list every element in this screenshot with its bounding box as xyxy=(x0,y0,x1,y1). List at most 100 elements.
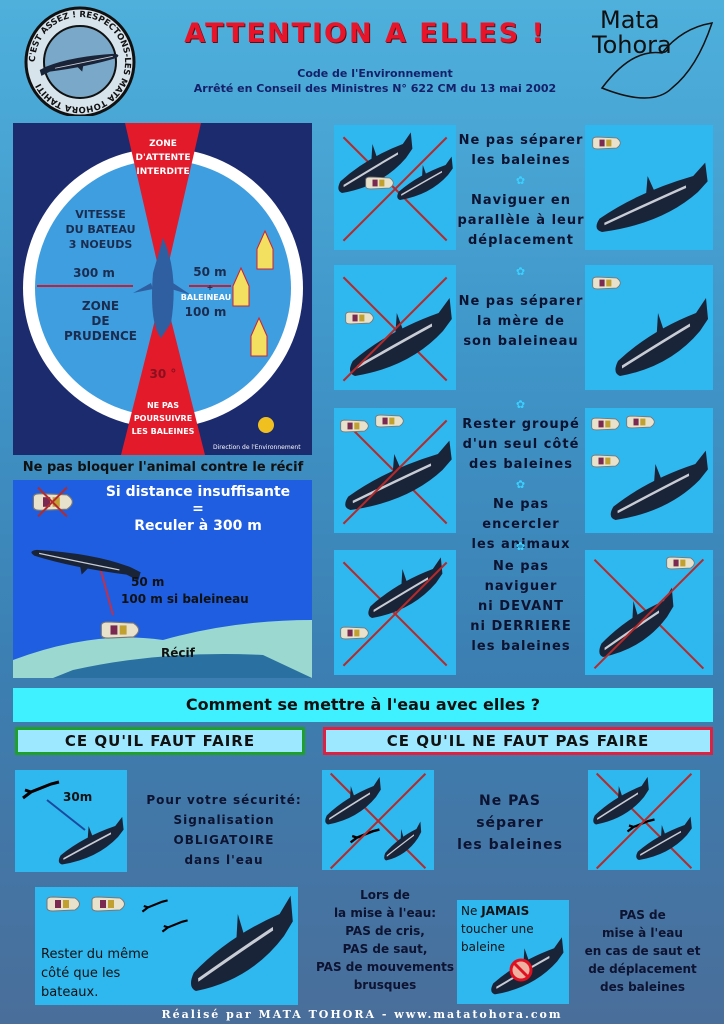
prudence-label: ZONE xyxy=(81,299,120,313)
rule-4-text: Ne pas naviguer xyxy=(484,559,558,594)
same-side-text: bateaux. xyxy=(41,985,99,1000)
safety-text: Pour votre sécurité: xyxy=(146,793,302,807)
no-entry-text: de déplacement xyxy=(588,962,697,976)
credit-label: Direction de l'Environnement xyxy=(213,444,301,451)
flower-icon: ✿ xyxy=(515,398,527,411)
no-entry-text: PAS de xyxy=(619,908,666,922)
rule-1-correct-image xyxy=(585,125,713,250)
same-side-text: Rester du même xyxy=(41,947,149,962)
water-banner: Comment se mettre à l'eau avec elles ? xyxy=(13,688,713,722)
no-chase-label: POURSUIVRE xyxy=(133,414,193,423)
never-touch-image: Ne JAMAIS toucher une baleine xyxy=(457,900,569,1004)
safety-text: OBLIGATOIRE xyxy=(173,833,275,847)
rule-2-text: son baleineau xyxy=(463,334,579,349)
reef-distance-100: 100 m si baleineau xyxy=(121,592,249,606)
do-header: CE QU'IL FAUT FAIRE xyxy=(15,727,305,755)
never-touch-text: toucher une xyxy=(461,922,534,936)
rule-2-text: la mère de xyxy=(477,314,565,329)
zone-label: INTERDITE xyxy=(136,167,190,177)
same-side-text: côté que les xyxy=(41,966,121,981)
reef-label: Récif xyxy=(161,646,195,660)
rule-4-text: les baleines xyxy=(471,639,571,654)
no-entry-text: mise à l'eau xyxy=(602,926,683,940)
dont-separate-image xyxy=(322,770,434,870)
calf-label: BALEINEAU xyxy=(180,293,232,302)
speed-label: 3 NOEUDS xyxy=(68,238,133,251)
brand-mata: Mata xyxy=(600,6,660,34)
never-touch-text: Ne xyxy=(461,904,482,918)
rule-2-wrong-image xyxy=(334,265,456,390)
distance-50: 50 m xyxy=(193,265,227,279)
reef-line1: Si distance insuffisante xyxy=(105,484,291,500)
distance-300: 300 m xyxy=(73,266,115,280)
dont-separate-image-2 xyxy=(588,770,700,870)
entry-text: PAS de mouvements xyxy=(315,960,455,974)
zone-label: ZONE xyxy=(149,139,177,149)
no-entry-text: en cas de saut et xyxy=(584,944,701,958)
rule-3-correct-image xyxy=(585,408,713,533)
subtitle-code: Code de l'Environnement xyxy=(297,67,453,80)
flower-icon: ✿ xyxy=(515,174,527,187)
rule-3-text: d'un seul côté xyxy=(462,437,580,452)
rule-2-correct-image xyxy=(585,265,713,390)
rule-4-text: ni DERRIERE xyxy=(470,619,572,634)
no-chase-label: LES BALEINES xyxy=(131,427,195,436)
rule-1-text: les baleines xyxy=(471,153,571,168)
brand-tohora: Tohora xyxy=(592,31,672,59)
no-separate-text: séparer xyxy=(476,815,544,831)
speed-label: VITESSE xyxy=(75,208,126,221)
rule-4-wrong-image xyxy=(334,550,456,675)
distance-30m: 30m xyxy=(63,790,93,804)
reef-illustration: Si distance insuffisante=Reculer à 300 m… xyxy=(13,480,312,678)
flower-icon: ✿ xyxy=(515,478,527,491)
rule-1-wrong-image xyxy=(334,125,456,250)
no-separate-text: Ne PAS xyxy=(479,793,541,809)
rule-3-wrong-image xyxy=(334,408,456,533)
reef-distance-50: 50 m xyxy=(131,575,165,589)
page-title: ATTENTION A ELLES ! xyxy=(184,18,546,49)
safety-text: dans l'eau xyxy=(184,853,264,867)
rule-4-text: ni DEVANT xyxy=(478,599,564,614)
flower-icon: ✿ xyxy=(515,540,527,553)
no-separate-text: les baleines xyxy=(457,837,563,853)
rule-3-text: des baleines xyxy=(468,457,573,472)
reef-caption: Ne pas bloquer l'animal contre le récif xyxy=(22,460,304,475)
speed-label: DU BATEAU xyxy=(65,223,136,236)
entry-text: Lors de xyxy=(360,888,410,902)
no-entry-text: des baleines xyxy=(600,980,685,994)
approach-zone-diagram: ZONE D'ATTENTE INTERDITE VITESSE DU BATEAU 3… xyxy=(13,123,312,455)
entry-text: PAS de saut, xyxy=(342,942,428,956)
rule-4-wrong-image-2 xyxy=(585,550,713,675)
cest-assez-badge-logo: C'EST ASSEZ ! RESPECTONS-LES MATA TOHORA… xyxy=(8,4,153,118)
prudence-label: PRUDENCE xyxy=(64,329,137,343)
plus-sign: + xyxy=(206,283,214,292)
entry-text: la mise à l'eau: xyxy=(333,906,437,920)
subtitle-decree: Arrêté en Conseil des Ministres N° 622 C… xyxy=(193,82,557,95)
prudence-label: DE xyxy=(91,314,110,328)
angle-label: 30 ° xyxy=(149,367,177,381)
rule-1-text: Ne pas séparer xyxy=(458,133,584,148)
distance-100: 100 m xyxy=(184,305,227,319)
never-touch-bold: JAMAIS xyxy=(481,904,530,918)
no-touch-icon xyxy=(509,958,533,982)
rule-3b-text: Ne pas encercler xyxy=(482,497,560,532)
zone-label: D'ATTENTE xyxy=(135,153,191,163)
dont-header: CE QU'IL NE FAUT PAS FAIRE xyxy=(323,727,713,755)
same-side-image: Rester du même côté que les bateaux. xyxy=(35,887,298,1005)
rule-1b-text: Naviguer en xyxy=(471,193,571,208)
rule-3b-text: les animaux xyxy=(471,537,571,552)
rule-1b-text: déplacement xyxy=(467,233,574,248)
rule-2-text: Ne pas séparer xyxy=(458,294,584,309)
rule-1b-text: parallèle à leur xyxy=(457,213,585,228)
reef-line2: Reculer à 300 m xyxy=(134,518,262,534)
mata-tohora-logo: Mata Tohora xyxy=(592,8,720,112)
flower-icon: ✿ xyxy=(515,265,527,278)
footer-credit: Réalisé par MATA TOHORA - www.matatohora… xyxy=(161,1008,563,1021)
no-chase-label: NE PAS xyxy=(146,401,180,410)
safety-text: Signalisation xyxy=(173,813,275,827)
never-touch-text: baleine xyxy=(461,940,506,954)
rule-3-text: Rester groupé xyxy=(462,417,580,432)
reef-eq: = xyxy=(192,501,204,517)
entry-text: brusques xyxy=(353,978,417,992)
entry-text: PAS de cris, xyxy=(345,924,425,938)
